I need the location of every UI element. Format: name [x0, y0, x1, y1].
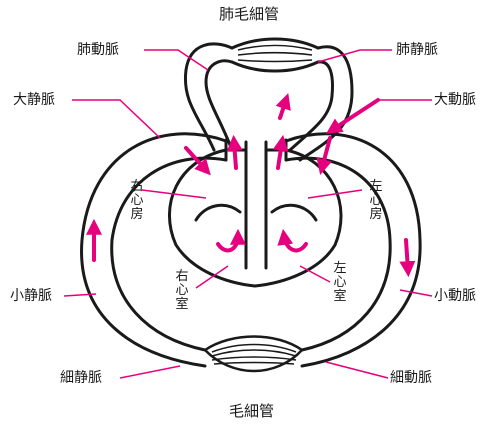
- systemic-outer-right: [286, 134, 420, 366]
- right-av-valve: [196, 205, 240, 220]
- capillary-bundle: [205, 337, 302, 372]
- leader-arteriole: [326, 362, 388, 378]
- left-av-valve: [272, 205, 316, 220]
- leader-pulmonary-artery: [144, 50, 208, 70]
- label-left-ventricle: 左心室: [332, 262, 348, 304]
- arrow-aorta-out-left: [278, 142, 282, 168]
- label-pulmonary-vein: 肺静脈: [396, 42, 438, 58]
- arrow-right-ventricle: [218, 236, 238, 250]
- leader-pulmonary-vein: [318, 50, 392, 62]
- label-pulmonary-artery: 肺動脈: [77, 42, 119, 58]
- arrow-pulmonary-vein-down: [280, 100, 286, 118]
- label-arteriole: 細動脈: [390, 370, 432, 386]
- label-aorta: 大動脈: [434, 92, 476, 108]
- label-left-atrium: 左心房: [368, 180, 384, 222]
- label-small-vein: 小静脈: [10, 288, 52, 304]
- label-venule: 細静脈: [60, 370, 102, 386]
- label-capillaries: 毛細管: [229, 403, 274, 419]
- pulmonary-capillary-striations: [238, 46, 312, 62]
- arrow-pulmonary-artery-up: [234, 142, 236, 168]
- arrow-left-ventricle: [284, 236, 306, 250]
- label-small-artery: 小動脈: [434, 288, 476, 304]
- leader-small-artery: [400, 290, 432, 296]
- label-pulmonary-capillaries: 肺毛細管: [219, 6, 279, 22]
- pulmonary-capillary-bottom: [232, 62, 318, 71]
- leader-vena-cava: [72, 100, 160, 138]
- label-vena-cava: 大静脈: [13, 92, 55, 108]
- label-right-atrium: 右心房: [129, 180, 145, 222]
- leader-left-ventricle: [300, 266, 330, 282]
- pulmonary-capillary-top: [232, 39, 318, 48]
- arrow-small-artery-down: [406, 240, 408, 270]
- leader-venule: [120, 366, 180, 378]
- label-right-ventricle: 右心室: [174, 270, 190, 312]
- arrow-pulmonary-to-aorta: [332, 100, 378, 130]
